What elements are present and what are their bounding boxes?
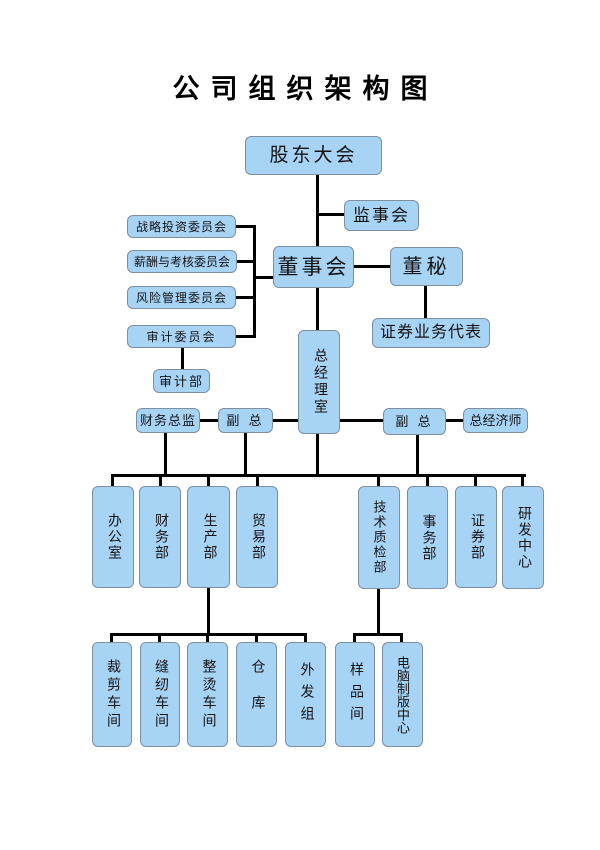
- line-committee3-link: [236, 296, 256, 299]
- line-spine-board-link: [253, 276, 275, 279]
- line-vgmr-economist-link: [445, 419, 464, 422]
- line-gm-vgmr-link: [339, 419, 384, 422]
- node-vice-gm-right: 副 总: [383, 408, 446, 435]
- line-supervisory-branch: [316, 213, 346, 216]
- node-securities-dept: 证券部: [455, 486, 497, 588]
- line-main-distribution: [111, 474, 526, 477]
- line-stub-office: [111, 474, 114, 486]
- line-cfo-drop: [164, 432, 167, 477]
- node-compensation-committee: 薪酬与考核委员会: [127, 250, 237, 273]
- line-board-gm: [316, 288, 319, 330]
- node-cfo: 财务总监: [136, 408, 200, 433]
- line-gm-drop: [316, 433, 319, 477]
- node-audit-dept: 审计部: [153, 369, 210, 393]
- line-sample-distribution: [353, 633, 403, 636]
- line-committee2-link: [236, 260, 256, 263]
- node-finance-dept: 财务部: [139, 486, 181, 588]
- line-stub-securities: [474, 474, 477, 486]
- page-title: 公司组织架构图: [172, 74, 439, 104]
- node-outsourcing-group: 外发组: [285, 642, 326, 747]
- line-stub-outsourcing: [304, 633, 307, 642]
- node-supervisory-board: 监事会: [344, 200, 419, 231]
- node-ironing-workshop: 整烫车间: [187, 642, 228, 747]
- line-stub-rd: [521, 474, 524, 486]
- node-rd-center: 研发中心: [502, 486, 544, 589]
- line-production-drop: [207, 588, 210, 636]
- node-sample-room: 样品间: [335, 642, 375, 747]
- node-board-of-directors: 董事会: [273, 246, 354, 288]
- line-stub-sewing: [158, 633, 161, 642]
- node-audit-committee: 审计委员会: [127, 325, 236, 348]
- node-production-dept: 生产部: [187, 486, 230, 588]
- line-cfo-vgm-link: [199, 419, 219, 422]
- node-cutting-workshop: 裁剪车间: [92, 642, 132, 747]
- node-securities-rep: 证券业务代表: [372, 318, 490, 348]
- node-vice-gm-left: 副 总: [218, 408, 273, 433]
- line-vgm-gm-link: [272, 419, 299, 422]
- line-committee1-link: [236, 225, 256, 228]
- line-stub-qc: [377, 474, 380, 486]
- node-gm-office: 总经理室: [298, 330, 340, 434]
- line-vgml-drop: [244, 433, 247, 477]
- line-qc-drop: [377, 588, 380, 636]
- node-office: 办公室: [92, 486, 134, 588]
- line-secretary-drop: [424, 286, 427, 318]
- node-cad-center: 电脑制版中心: [382, 642, 423, 747]
- line-committee-spine: [253, 225, 256, 338]
- line-board-secretary: [354, 265, 390, 268]
- line-committee4-link: [236, 335, 256, 338]
- node-warehouse: 仓库: [236, 642, 277, 747]
- line-audit-drop: [181, 348, 184, 369]
- line-stub-cad: [400, 633, 403, 642]
- line-stub-cutting: [110, 633, 113, 642]
- node-affairs-dept: 事务部: [407, 486, 448, 589]
- node-chief-economist: 总经济师: [463, 408, 528, 433]
- node-risk-committee: 风险管理委员会: [127, 286, 236, 309]
- node-sewing-workshop: 缝纫车间: [140, 642, 180, 747]
- node-strategy-committee: 战略投资委员会: [127, 215, 236, 238]
- node-qc-dept: 技术质检部: [358, 486, 400, 589]
- node-board-secretary: 董秘: [390, 247, 463, 286]
- line-vgmr-drop: [416, 434, 419, 477]
- node-shareholders: 股东大会: [245, 136, 382, 175]
- line-trunk-top: [316, 175, 319, 247]
- line-stub-affairs: [426, 474, 429, 486]
- line-stub-finance: [159, 474, 162, 486]
- line-stub-warehouse: [255, 633, 258, 642]
- line-stub-ironing: [206, 633, 209, 642]
- line-stub-production: [207, 474, 210, 486]
- node-trade-dept: 贸易部: [236, 486, 278, 588]
- line-stub-sample: [353, 633, 356, 642]
- line-stub-trade: [256, 474, 259, 486]
